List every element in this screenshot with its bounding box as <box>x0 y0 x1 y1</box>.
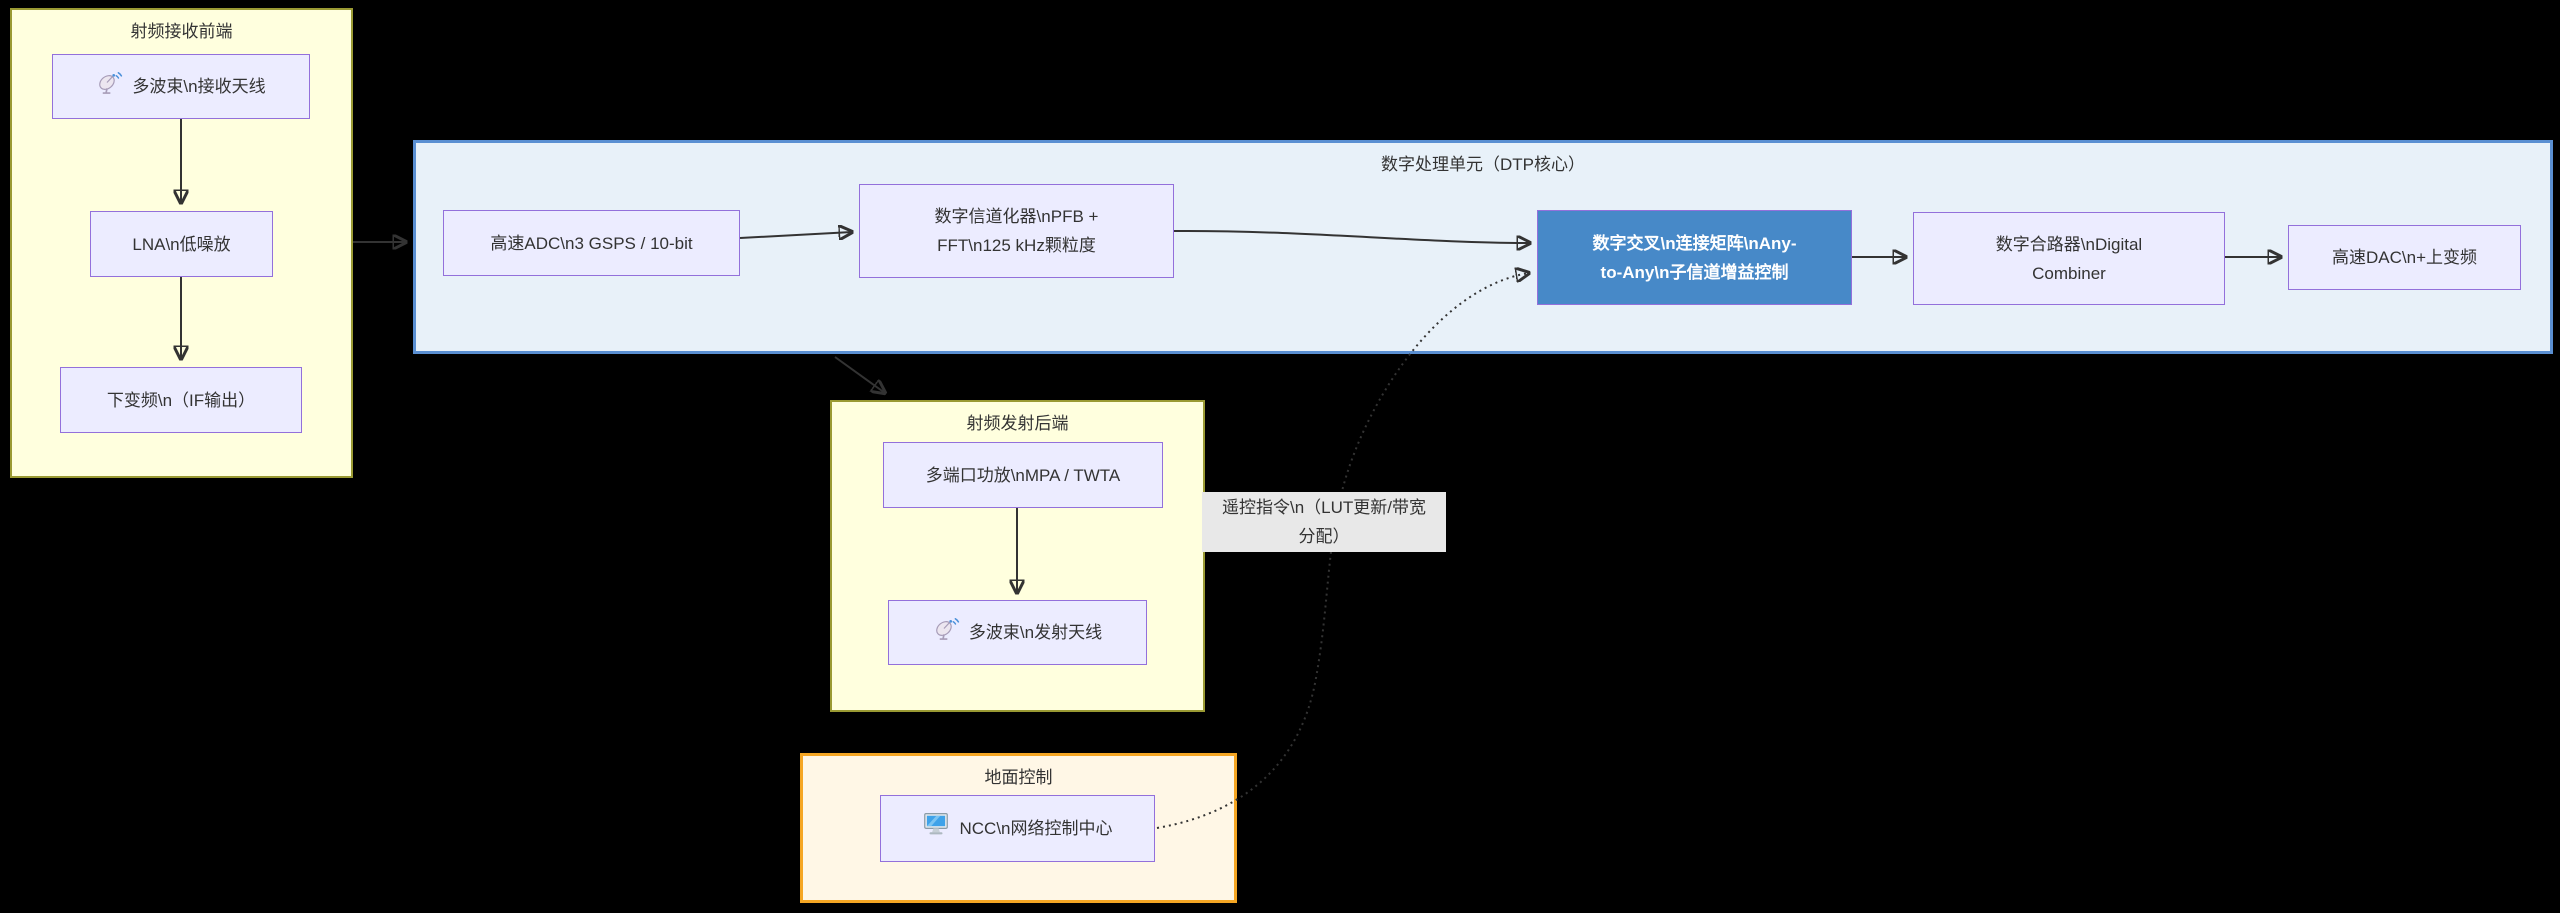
node-network-control-center: NCC\n网络控制中心 <box>880 795 1155 862</box>
edge-channelizer-to-crossbar <box>1173 229 1530 243</box>
desktop-computer-icon <box>922 811 950 846</box>
node-downconverter: 下变频\n（IF输出） <box>60 367 302 433</box>
node-label: 数字交叉\n连接矩阵\nAny- to-Any\n子信道增益控制 <box>1592 233 1797 282</box>
node-label: 数字信道化器\nPFB + FFT\n125 kHz颗粒度 <box>934 207 1099 255</box>
node-multibeam-rx-antenna: 多波束\n接收天线 <box>52 54 310 119</box>
node-high-speed-adc: 高速ADC\n3 GSPS / 10-bit <box>443 210 740 276</box>
edge-dtp-to-transmit <box>834 356 885 393</box>
node-digital-combiner: 数字合路器\nDigital Combiner <box>1913 212 2225 305</box>
node-label: 高速DAC\n+上变频 <box>2332 248 2477 267</box>
node-high-speed-dac: 高速DAC\n+上变频 <box>2288 225 2521 290</box>
node-label: 多端口功放\nMPA / TWTA <box>925 465 1121 485</box>
node-digital-channelizer: 数字信道化器\nPFB + FFT\n125 kHz颗粒度 <box>859 184 1174 278</box>
subgraph-title: 数字处理单元（DTP核心） <box>1381 155 1585 174</box>
node-label: LNA\n低噪放 <box>132 234 231 254</box>
node-digital-crossbar-matrix: 数字交叉\n连接矩阵\nAny- to-Any\n子信道增益控制 <box>1537 210 1852 305</box>
node-label: 高速ADC\n3 GSPS / 10-bit <box>490 233 693 253</box>
node-label: 下变频\n（IF输出） <box>106 390 256 410</box>
node-label: 多波束\n发射天线 <box>968 623 1103 642</box>
node-label: 数字合路器\nDigital Combiner <box>1995 234 2143 283</box>
subgraph-title: 地面控制 <box>984 768 1053 787</box>
subgraph-title: 射频发射后端 <box>966 414 1069 433</box>
node-multiport-amplifier: 多端口功放\nMPA / TWTA <box>883 442 1163 508</box>
subgraph-title: 射频接收前端 <box>130 22 233 41</box>
node-label: 多波束\n接收天线 <box>132 77 266 96</box>
edge-label-telecommand: 遥控指令\n（LUT更新/带宽 分配） <box>1202 492 1446 552</box>
satellite-antenna-icon <box>96 69 123 105</box>
node-multibeam-tx-antenna: 多波束\n发射天线 <box>888 600 1147 665</box>
node-label: NCC\n网络控制中心 <box>959 819 1113 838</box>
node-lna: LNA\n低噪放 <box>90 211 273 277</box>
edge-adc-to-channelizer <box>739 232 852 238</box>
edge-ncc-to-crossbar-dotted <box>1156 273 1529 829</box>
satellite-antenna-icon <box>933 615 960 651</box>
